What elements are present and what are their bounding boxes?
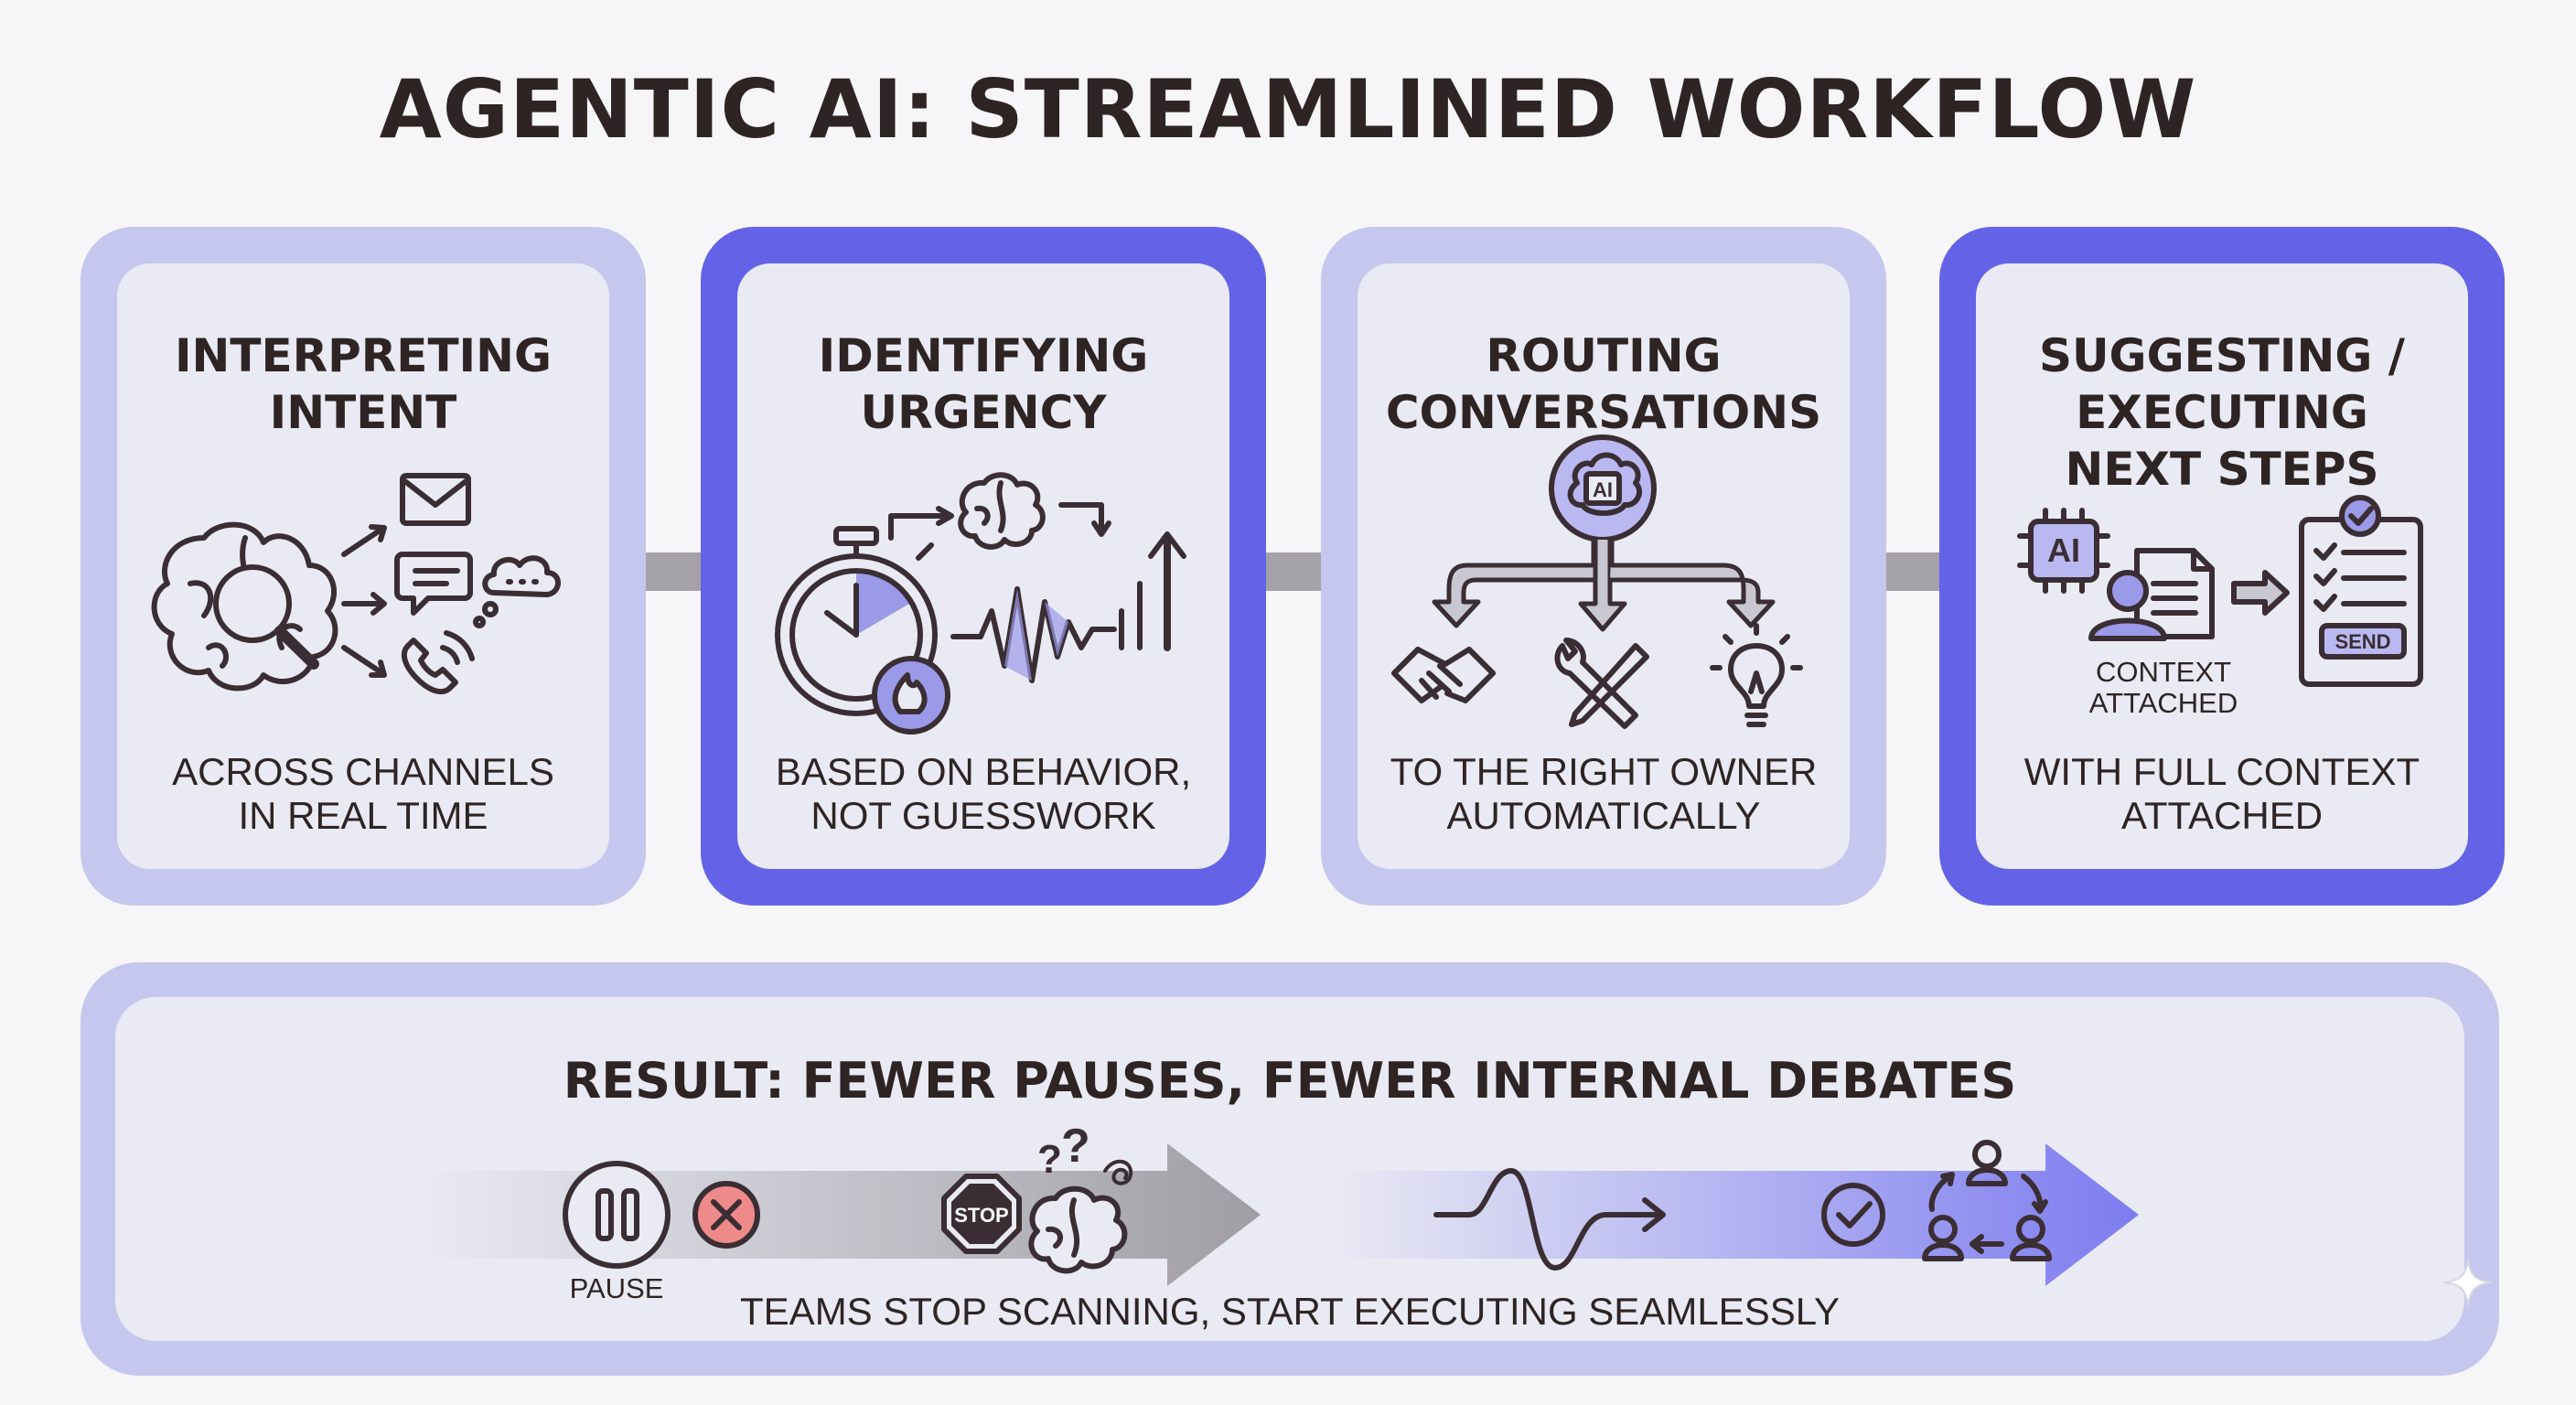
result-title: RESULT: FEWER PAUSES, FEWER INTERNAL DEB… <box>563 1052 2017 1110</box>
brain-icon <box>958 472 1046 550</box>
step-title: SUGGESTING / EXECUTING NEXT STEPS <box>2038 329 2406 496</box>
send-label: SEND <box>2334 630 2390 653</box>
checklist-icon: SEND <box>2299 495 2423 687</box>
sparkle-icon <box>2443 1258 2493 1307</box>
ai-chip-label: AI <box>2047 531 2080 569</box>
pause-icon <box>563 1161 671 1269</box>
interpreting-intent-icons <box>151 473 561 695</box>
step-card-body: SUGGESTING / EXECUTING NEXT STEPS AI <box>1976 263 2468 869</box>
step-card-interpreting-intent: INTERPRETING INTENT <box>80 227 646 906</box>
next-steps-icons: AI <box>2017 495 2423 687</box>
step-subtitle: TO THE RIGHT OWNER AUTOMATICALLY <box>1390 750 1818 837</box>
ai-chip-icon: AI <box>2017 508 2110 594</box>
confused-brain-icon: ? ? <box>1028 1120 1133 1274</box>
thought-cloud-icon <box>473 555 561 628</box>
ai-chip-label: AI <box>1593 478 1613 501</box>
flow-arrow <box>1332 1143 2139 1286</box>
envelope-icon <box>400 473 471 526</box>
routing-arrows-icon <box>1432 537 1776 632</box>
team-collaboration-icon <box>1922 1140 2052 1261</box>
step-title: IDENTIFYING URGENCY <box>818 329 1149 439</box>
result-panel-body: RESULT: FEWER PAUSES, FEWER INTERNAL DEB… <box>115 997 2464 1341</box>
magnifier-icon <box>213 564 319 670</box>
step-card-body: INTERPRETING INTENT <box>117 263 609 869</box>
arrow-icon <box>888 513 952 541</box>
step-title: INTERPRETING INTENT <box>174 329 553 439</box>
tools-icon <box>1554 638 1649 729</box>
pulse-graph-icon <box>950 531 1186 683</box>
result-panel: RESULT: FEWER PAUSES, FEWER INTERNAL DEB… <box>80 962 2499 1376</box>
context-attached-label: CONTEXT ATTACHED <box>2088 656 2238 719</box>
stop-sign-icon: STOP <box>941 1174 1022 1254</box>
step-card-body: IDENTIFYING URGENCY <box>737 263 1229 869</box>
svg-text:?: ? <box>1061 1120 1090 1173</box>
step-card-body: ROUTING CONVERSATIONS AI <box>1358 263 1850 869</box>
arrow-right-icon <box>2231 570 2290 616</box>
ai-brain-icon: AI <box>1549 434 1657 542</box>
cancel-icon <box>692 1181 760 1249</box>
identifying-urgency-icons <box>775 472 1186 735</box>
check-circle-icon <box>1821 1183 1885 1247</box>
routing-icons: AI <box>1391 434 1803 729</box>
chat-bubble-icon <box>394 552 473 616</box>
result-flow-graphic: STOP ? ? <box>417 1120 2139 1286</box>
friction-arrow <box>417 1143 1261 1286</box>
step-card-next-steps: SUGGESTING / EXECUTING NEXT STEPS AI <box>1939 227 2505 906</box>
arrow-icon <box>1058 502 1104 535</box>
svg-text:?: ? <box>1037 1137 1062 1182</box>
wave-arrow-icon <box>1433 1168 1666 1271</box>
step-subtitle: ACROSS CHANNELS IN REAL TIME <box>172 750 554 837</box>
pause-label: PAUSE <box>569 1272 664 1304</box>
step-subtitle: BASED ON BEHAVIOR, NOT GUESSWORK <box>775 750 1192 837</box>
fire-icon <box>872 656 950 735</box>
phone-icon <box>401 630 475 695</box>
result-subtitle: TEAMS STOP SCANNING, START EXECUTING SEA… <box>740 1290 1840 1333</box>
step-subtitle: WITH FULL CONTEXT ATTACHED <box>2023 750 2420 837</box>
lightbulb-icon <box>1710 623 1803 727</box>
step-card-identifying-urgency: IDENTIFYING URGENCY <box>701 227 1266 906</box>
page-title: AGENTIC AI: STREAMLINED WORKFLOW <box>379 62 2197 156</box>
context-document-icon <box>2088 548 2215 641</box>
handshake-icon <box>1391 647 1496 703</box>
stop-label: STOP <box>954 1204 1009 1227</box>
step-title: ROUTING CONVERSATIONS <box>1385 329 1822 439</box>
arrow-icons <box>341 524 387 678</box>
step-card-routing-conversations: ROUTING CONVERSATIONS AI <box>1321 227 1886 906</box>
